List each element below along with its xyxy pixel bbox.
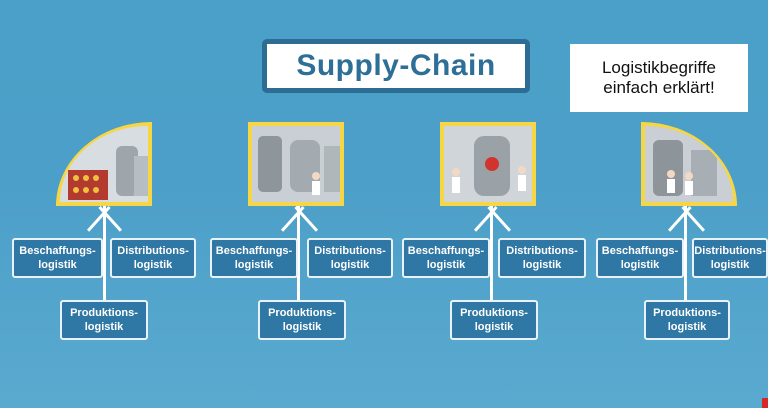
box-label-line: Produktions- <box>70 307 138 319</box>
beschaffungslogistik-box: Beschaffungs- logistik <box>210 238 298 278</box>
box-label-line: logistik <box>620 259 660 271</box>
box-label-line: logistik <box>133 259 173 271</box>
factory-image <box>641 122 737 206</box>
factory-image <box>440 122 536 206</box>
factory-image <box>56 122 152 206</box>
beschaffungslogistik-box: Beschaffungs- logistik <box>12 238 103 278</box>
distributionslogistik-box: Distributions- logistik <box>110 238 196 278</box>
box-label-line: Produktions- <box>653 307 721 319</box>
box-label-line: Distributions- <box>314 245 386 257</box>
connector-vertical <box>297 206 300 300</box>
distributionslogistik-box: Distributions- logistik <box>307 238 393 278</box>
beschaffungslogistik-box: Beschaffungs- logistik <box>402 238 490 278</box>
box-label-line: Distributions- <box>694 245 766 257</box>
produktionslogistik-box: Produktions- logistik <box>258 300 346 340</box>
box-label-line: Beschaffungs- <box>215 245 293 257</box>
factory-icon <box>444 126 532 202</box>
connector-left <box>98 205 123 232</box>
box-label-line: logistik <box>667 321 707 333</box>
box-label-line: Produktions- <box>268 307 336 319</box>
box-label-line: logistik <box>330 259 370 271</box>
box-label-line: Distributions- <box>117 245 189 257</box>
distributionslogistik-box: Distributions- logistik <box>692 238 768 278</box>
produktionslogistik-box: Produktions- logistik <box>450 300 538 340</box>
distributionslogistik-box: Distributions- logistik <box>498 238 586 278</box>
connector-vertical <box>103 206 106 300</box>
box-label-line: Beschaffungs- <box>19 245 96 257</box>
box-label-line: Distributions- <box>506 245 578 257</box>
box-label-line: logistik <box>234 259 274 271</box>
produktionslogistik-box: Produktions- logistik <box>644 300 730 340</box>
connector-right <box>86 205 111 232</box>
connector-right <box>667 205 692 232</box>
box-label-line: Beschaffungs- <box>407 245 485 257</box>
connector-vertical <box>684 206 687 300</box>
connector-right <box>473 205 498 232</box>
factory-icon <box>60 126 148 202</box>
factory-image <box>248 122 344 206</box>
factory-icon <box>645 126 733 202</box>
box-label-line: logistik <box>84 321 124 333</box>
progress-marker <box>762 398 768 408</box>
subtitle-note: Logistikbegriffe einfach erklärt! <box>570 44 748 112</box>
box-label-line: logistik <box>474 321 514 333</box>
box-label-line: logistik <box>38 259 77 271</box>
factory-icon <box>252 126 340 202</box>
box-label-line: logistik <box>522 259 562 271</box>
box-label-line: Produktions- <box>460 307 528 319</box>
page-title: Supply-Chain <box>262 39 530 93</box>
note-line-1: Logistikbegriffe <box>601 58 717 77</box>
produktionslogistik-box: Produktions- logistik <box>60 300 148 340</box>
box-label-line: logistik <box>710 259 750 271</box>
beschaffungslogistik-box: Beschaffungs- logistik <box>596 238 684 278</box>
note-line-2: einfach erklärt! <box>603 78 715 97</box>
connector-vertical <box>490 206 493 300</box>
box-label-line: Beschaffungs- <box>601 245 679 257</box>
box-label-line: logistik <box>282 321 322 333</box>
box-label-line: logistik <box>426 259 466 271</box>
connector-right <box>280 205 305 232</box>
